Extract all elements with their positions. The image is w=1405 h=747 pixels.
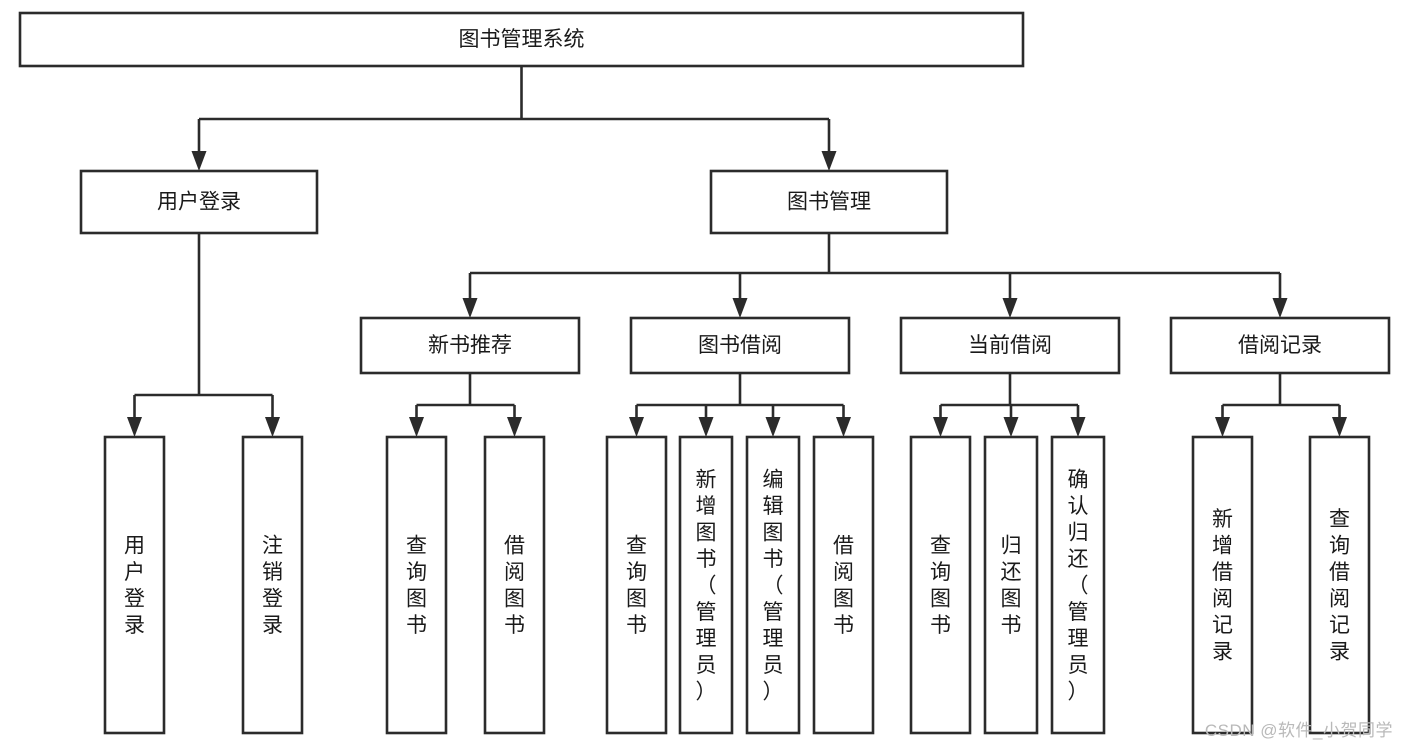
node-label: 用户登录 (124, 535, 145, 638)
connector-group-root (191, 66, 837, 171)
arrow-head-icon (507, 417, 522, 437)
node-box (385, 435, 448, 735)
node-label: 图书借阅 (698, 334, 782, 357)
node-label: 借阅记录 (1238, 334, 1322, 357)
node-leaf-add-book[interactable]: 新增图书（管理员） (678, 435, 734, 735)
connector-group-borrow-record (1215, 373, 1347, 437)
node-book-borrow[interactable]: 图书借阅 (629, 316, 851, 375)
node-leaf-query-record[interactable]: 查询借阅记录 (1308, 435, 1371, 735)
node-root[interactable]: 图书管理系统 (18, 11, 1025, 68)
connector-group-book-manage (462, 233, 1288, 318)
node-box (1191, 435, 1254, 735)
node-box (605, 435, 668, 735)
node-box (678, 435, 734, 735)
node-label: 借阅图书 (504, 535, 525, 638)
node-label: 用户登录 (157, 191, 241, 214)
node-label: 注销登录 (262, 535, 283, 638)
nodes-layer: 图书管理系统用户登录图书管理新书推荐图书借阅当前借阅借阅记录用户登录注销登录查询… (18, 11, 1391, 735)
node-label: 新增借阅记录 (1212, 508, 1233, 664)
node-leaf-query-book-1[interactable]: 查询图书 (385, 435, 448, 735)
node-leaf-return-book[interactable]: 归还图书 (983, 435, 1039, 735)
arrow-head-icon (629, 417, 644, 437)
connector-group-current-borrow (933, 373, 1086, 437)
arrow-head-icon (1272, 298, 1288, 318)
node-box (1169, 316, 1391, 375)
node-box (241, 435, 304, 735)
node-label: 查询图书 (930, 535, 951, 638)
node-leaf-query-book-3[interactable]: 查询图书 (909, 435, 972, 735)
node-label: 归还图书 (1001, 535, 1022, 638)
arrow-head-icon (191, 151, 207, 171)
node-label: 查询借阅记录 (1329, 508, 1350, 664)
connectors-layer (127, 66, 1347, 437)
node-label: 新书推荐 (428, 334, 512, 357)
arrow-head-icon (1332, 417, 1347, 437)
node-box (899, 316, 1121, 375)
node-box (103, 435, 166, 735)
arrow-head-icon (462, 298, 478, 318)
node-label: 查询图书 (626, 535, 647, 638)
node-box (709, 169, 949, 235)
node-leaf-logout[interactable]: 注销登录 (241, 435, 304, 735)
node-label: 新增图书（管理员） (696, 468, 717, 703)
node-leaf-query-book-2[interactable]: 查询图书 (605, 435, 668, 735)
node-box (1050, 435, 1106, 735)
arrow-head-icon (821, 151, 837, 171)
node-leaf-user-login[interactable]: 用户登录 (103, 435, 166, 735)
connector-group-book-borrow (629, 373, 851, 437)
connector-group-new-book-recommend (409, 373, 522, 437)
arrow-head-icon (836, 417, 851, 437)
node-box (18, 11, 1025, 68)
node-box (983, 435, 1039, 735)
node-box (812, 435, 875, 735)
node-borrow-record[interactable]: 借阅记录 (1169, 316, 1391, 375)
arrow-head-icon (1215, 417, 1230, 437)
node-label: 编辑图书（管理员） (763, 468, 784, 703)
arrow-head-icon (127, 417, 142, 437)
node-label: 查询图书 (406, 535, 427, 638)
arrow-head-icon (765, 417, 781, 437)
node-leaf-borrow-book-1[interactable]: 借阅图书 (483, 435, 546, 735)
node-label: 借阅图书 (833, 535, 854, 638)
node-box (629, 316, 851, 375)
node-label: 图书管理 (787, 191, 871, 214)
node-box (909, 435, 972, 735)
arrow-head-icon (732, 298, 748, 318)
node-box (359, 316, 581, 375)
node-box (483, 435, 546, 735)
node-leaf-confirm-return[interactable]: 确认归还（管理员） (1050, 435, 1106, 735)
node-leaf-borrow-book-2[interactable]: 借阅图书 (812, 435, 875, 735)
arrow-head-icon (1003, 417, 1019, 437)
node-new-book-recommend[interactable]: 新书推荐 (359, 316, 581, 375)
connector-group-user-login (127, 233, 280, 437)
node-current-borrow[interactable]: 当前借阅 (899, 316, 1121, 375)
arrow-head-icon (933, 417, 948, 437)
arrow-head-icon (698, 417, 714, 437)
node-box (1308, 435, 1371, 735)
node-leaf-add-record[interactable]: 新增借阅记录 (1191, 435, 1254, 735)
node-book-manage[interactable]: 图书管理 (709, 169, 949, 235)
node-user-login[interactable]: 用户登录 (79, 169, 319, 235)
node-label: 图书管理系统 (459, 28, 585, 51)
arrow-head-icon (409, 417, 424, 437)
node-box (79, 169, 319, 235)
node-label: 当前借阅 (968, 334, 1052, 357)
node-leaf-edit-book[interactable]: 编辑图书（管理员） (745, 435, 801, 735)
node-label: 确认归还（管理员） (1068, 468, 1089, 703)
arrow-head-icon (1002, 298, 1018, 318)
arrow-head-icon (265, 417, 280, 437)
arrow-head-icon (1070, 417, 1086, 437)
node-box (745, 435, 801, 735)
